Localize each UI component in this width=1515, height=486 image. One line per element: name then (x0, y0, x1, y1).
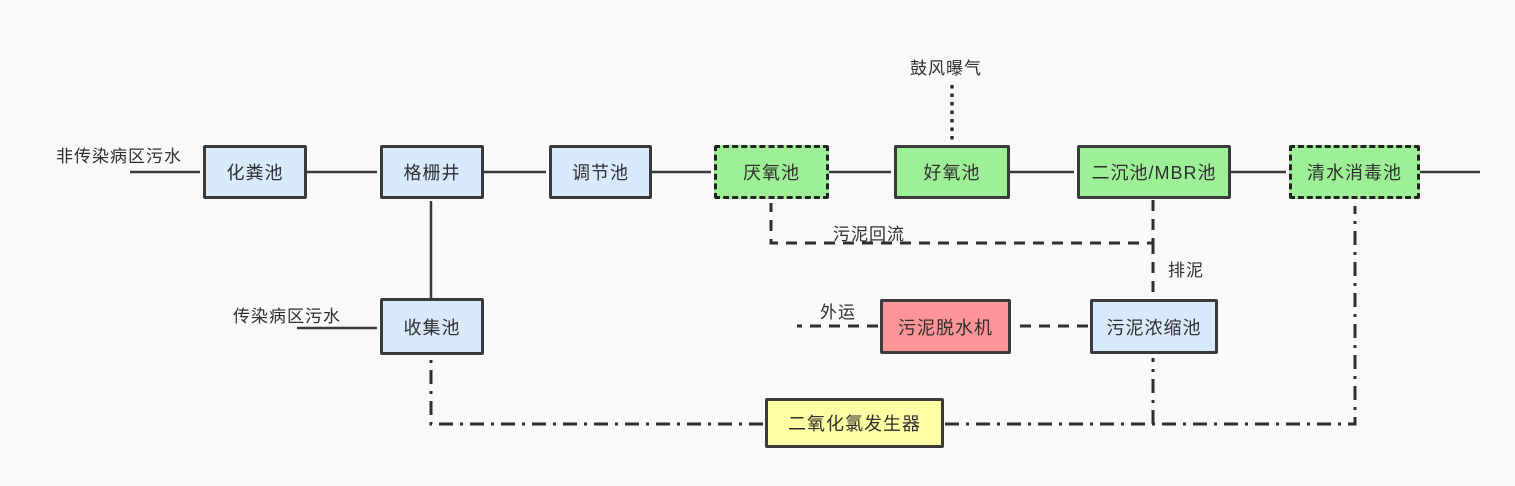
node-clearwater-disinfection-tank: 清水消毒池 (1289, 145, 1420, 199)
node-sludge-thickening-tank: 污泥浓缩池 (1090, 299, 1218, 354)
label-blast-aeration: 鼓风曝气 (910, 59, 982, 78)
node-anaerobic-tank: 厌氧池 (714, 145, 829, 199)
arrow-sludge-return (769, 200, 1155, 245)
node-sludge-dewatering-machine: 污泥脱水机 (880, 299, 1011, 354)
label-outbound-transport: 外运 (820, 303, 856, 322)
node-secondary-mbr-tank: 二沉池/MBR池 (1077, 145, 1231, 199)
arrow-generator-to-disinfection (945, 206, 1357, 426)
label-sludge-discharge: 排泥 (1168, 261, 1204, 280)
node-aerobic-tank: 好氧池 (894, 145, 1010, 199)
node-chlorine-dioxide-generator: 二氧化氯发生器 (765, 398, 944, 448)
label-sludge-return: 污泥回流 (833, 225, 905, 244)
label-infectious-inflow: 传染病区污水 (233, 307, 341, 326)
label-non-infectious-inflow: 非传染病区污水 (56, 147, 182, 166)
node-collection-tank: 收集池 (380, 298, 484, 355)
node-grid-well: 格栅井 (380, 145, 484, 199)
node-regulating-tank: 调节池 (549, 145, 652, 199)
arrow-generator-to-collection (429, 358, 763, 426)
node-septic-tank: 化粪池 (203, 145, 307, 199)
